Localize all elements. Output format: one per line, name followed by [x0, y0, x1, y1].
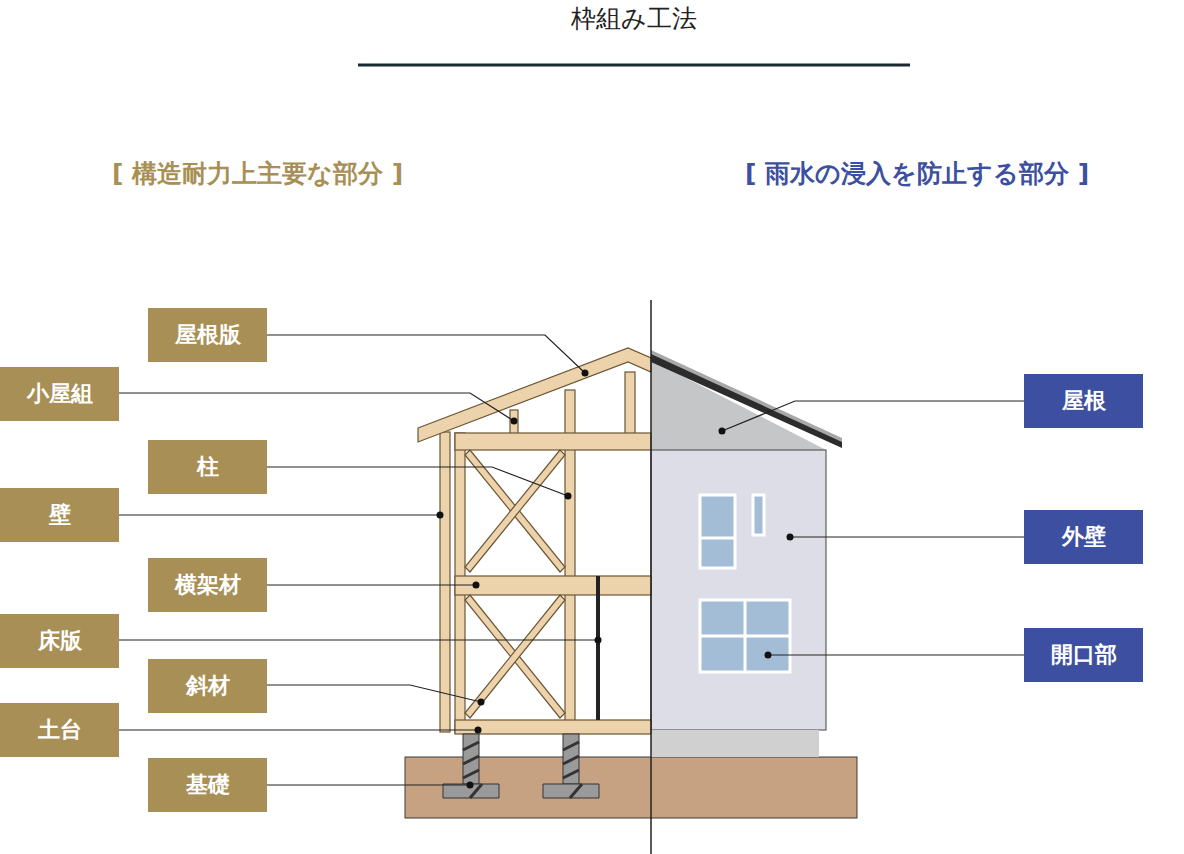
- window: [700, 495, 790, 672]
- label-text: 外壁: [1062, 522, 1106, 552]
- footing: [443, 734, 599, 798]
- label-box: 屋根: [1024, 374, 1143, 428]
- label-box: 壁: [0, 488, 119, 542]
- exterior-wall: [651, 450, 826, 730]
- label-box: 外壁: [1024, 510, 1143, 564]
- roof-edge: [651, 350, 842, 442]
- divider-line: [650, 300, 652, 854]
- foundation-face: [651, 730, 819, 757]
- label-box: 床版: [0, 614, 119, 668]
- leader-line: [118, 335, 1024, 785]
- label-box: 開口部: [1024, 628, 1143, 682]
- section-heading: [ 雨水の浸入を防止する部分 ]: [745, 157, 1089, 190]
- label-text: 屋根版: [175, 320, 241, 350]
- label-box: 小屋組: [0, 367, 119, 421]
- label-text: 横架材: [175, 570, 241, 600]
- label-box: 横架材: [148, 558, 267, 612]
- label-box: 土台: [0, 703, 119, 757]
- label-box: 屋根版: [148, 308, 267, 362]
- section-heading: [ 構造耐力上主要な部分 ]: [112, 157, 403, 190]
- label-text: 斜材: [186, 671, 230, 701]
- label-text: 壁: [49, 500, 71, 530]
- label-text: 基礎: [186, 770, 230, 800]
- leader-dot: [437, 370, 794, 789]
- diagram-title: 枠組み工法: [571, 2, 697, 35]
- label-text: 土台: [38, 715, 82, 745]
- label-box: 基礎: [148, 758, 267, 812]
- title-rule: [358, 64, 910, 67]
- label-text: 柱: [197, 452, 219, 482]
- footing-hatch: [463, 742, 582, 798]
- label-text: 開口部: [1051, 640, 1117, 670]
- label-box: 斜材: [148, 659, 267, 713]
- label-box: 柱: [148, 440, 267, 494]
- wood-frame: [418, 348, 651, 734]
- label-text: 屋根: [1062, 386, 1106, 416]
- label-text: 床版: [38, 626, 82, 656]
- label-text: 小屋組: [27, 379, 93, 409]
- floor-panel: [596, 576, 600, 720]
